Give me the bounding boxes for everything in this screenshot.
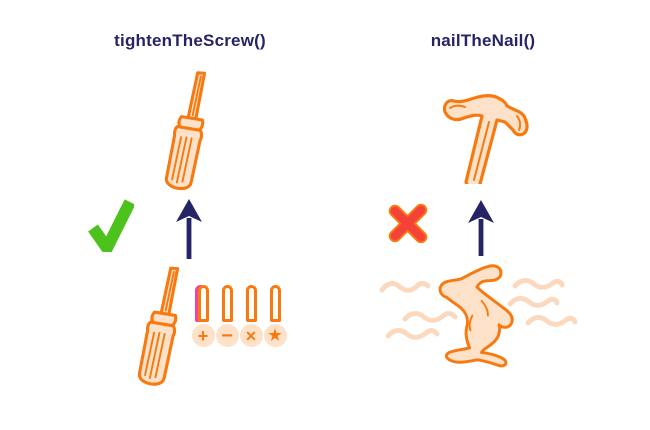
hammer-icon: [443, 94, 529, 184]
up-arrow-icon: [176, 199, 202, 259]
screwdriver-icon: [164, 71, 207, 191]
screw-shaft: [197, 285, 209, 322]
screw-icon: −: [215, 285, 239, 347]
check-icon: [88, 199, 134, 252]
cross-icon: [388, 203, 428, 243]
screw-head-cross-icon: ✕: [239, 324, 263, 347]
screw-icon: +: [191, 285, 215, 347]
screw-icon: ✕: [239, 285, 263, 347]
screw-head-plus-icon: +: [191, 324, 215, 347]
screw-shaft: [245, 285, 257, 322]
screw-head-minus-icon: −: [215, 324, 239, 347]
screw-shaft: [221, 285, 233, 322]
hammerhead-shark-icon: [438, 264, 514, 368]
water-squiggle-icon: [379, 278, 578, 340]
screw-head-star-icon: ★: [263, 324, 287, 347]
screw-icon: ★: [263, 285, 287, 347]
right-function-title: nailTheNail(): [430, 31, 536, 50]
screwdriver-icon: [137, 266, 180, 386]
screw-set: + − ✕ ★: [191, 285, 287, 347]
left-function-title: tightenTheScrew(): [114, 31, 266, 50]
up-arrow-icon: [468, 200, 494, 256]
screw-shaft: [269, 285, 281, 322]
